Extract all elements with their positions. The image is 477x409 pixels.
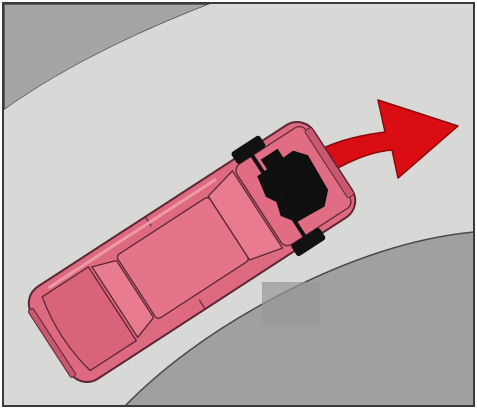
wheel-icon bbox=[231, 135, 266, 164]
car-door-line bbox=[144, 216, 152, 227]
car-trunk bbox=[41, 265, 138, 372]
engine-block bbox=[260, 148, 286, 172]
car-rear-bumper bbox=[27, 308, 76, 378]
car-front-bumper bbox=[304, 127, 355, 199]
shoulder-shade-patch bbox=[262, 282, 320, 324]
wheel-icon bbox=[291, 228, 326, 257]
direction-arrow-icon bbox=[299, 99, 459, 179]
car-door-line bbox=[198, 299, 206, 310]
car-windshield bbox=[207, 169, 284, 261]
car-rear-window bbox=[90, 259, 155, 339]
car-icon bbox=[27, 121, 357, 383]
engine-icon bbox=[257, 150, 329, 223]
car-highlight bbox=[47, 177, 217, 290]
front-axle bbox=[250, 154, 307, 238]
